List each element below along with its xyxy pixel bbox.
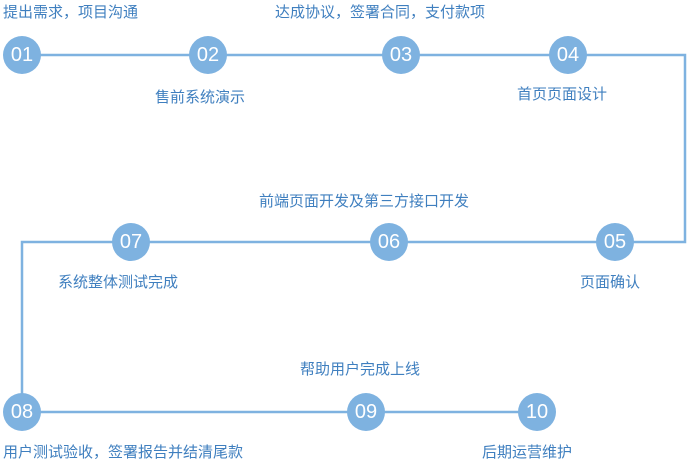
- step-label-07: 系统整体测试完成: [58, 273, 179, 291]
- step-circle-01: 01: [3, 36, 41, 74]
- step-circle-02: 02: [189, 36, 227, 74]
- step-label-08: 用户测试验收，签署报告并结清尾款: [3, 443, 244, 461]
- step-circle-07: 07: [112, 223, 150, 261]
- step-label-09: 帮助用户完成上线: [300, 360, 421, 378]
- step-circle-04: 04: [549, 36, 587, 74]
- step-circle-05: 05: [596, 223, 634, 261]
- step-label-10: 后期运营维护: [482, 443, 573, 461]
- step-circle-08: 08: [3, 393, 41, 431]
- step-circle-09: 09: [347, 393, 385, 431]
- step-circle-10: 10: [518, 393, 556, 431]
- step-label-04: 首页页面设计: [517, 85, 608, 103]
- step-label-03: 达成协议，签署合同，支付款项: [275, 3, 486, 21]
- step-circle-03: 03: [382, 36, 420, 74]
- step-circle-06: 06: [370, 223, 408, 261]
- step-label-05: 页面确认: [580, 273, 641, 291]
- step-label-06: 前端页面开发及第三方接口开发: [259, 192, 470, 210]
- step-label-02: 售前系统演示: [155, 88, 246, 106]
- step-label-01: 提出需求，项目沟通: [3, 3, 139, 21]
